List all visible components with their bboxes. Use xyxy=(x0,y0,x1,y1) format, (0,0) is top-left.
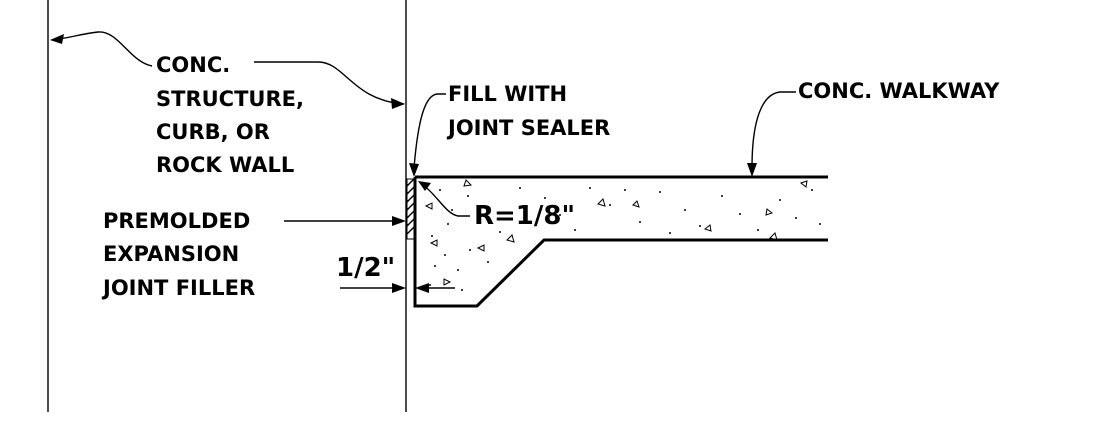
label-radius: R=1/8" xyxy=(474,201,575,231)
leader-walkway xyxy=(751,91,796,169)
label-line: FILL WITH xyxy=(448,82,567,106)
leader-structure-face xyxy=(254,61,405,105)
label-line: PREMOLDED xyxy=(103,209,250,233)
label-line: EXPANSION xyxy=(103,242,239,266)
arrowhead-walkway xyxy=(747,163,757,177)
label-line: JOINT SEALER xyxy=(446,116,610,140)
label-line: ROCK WALL xyxy=(156,153,294,177)
arrowhead-radius xyxy=(418,181,431,191)
leader-joint-sealer xyxy=(413,93,446,169)
arrowhead-premolded xyxy=(392,216,406,226)
arrowhead-joint-sealer xyxy=(409,163,419,177)
label-line: JOINT FILLER xyxy=(101,276,255,300)
dimension-arrow-right xyxy=(415,283,429,293)
arrowhead-structure-face xyxy=(391,98,405,109)
walkway-slab-bottom xyxy=(413,177,828,308)
leader-structure-left xyxy=(51,31,153,67)
label-premolded-filler: PREMOLDED EXPANSION JOINT FILLER xyxy=(101,209,255,300)
leader-radius xyxy=(421,183,470,217)
dimension-arrow-left xyxy=(392,283,406,293)
label-dimension: 1/2" xyxy=(336,253,395,283)
label-conc-walkway: CONC. WALKWAY xyxy=(798,79,1000,103)
label-line: CURB, OR xyxy=(156,120,270,144)
label-line: STRUCTURE, xyxy=(156,87,304,111)
label-conc-structure: CONC. STRUCTURE, CURB, OR ROCK WALL xyxy=(156,53,304,177)
label-line: CONC. xyxy=(156,53,230,77)
concrete-stipple xyxy=(424,179,821,291)
arrowhead-structure-left xyxy=(50,34,64,44)
label-fill-joint-sealer: FILL WITH JOINT SEALER xyxy=(446,82,610,140)
expansion-joint-filler xyxy=(406,178,415,240)
